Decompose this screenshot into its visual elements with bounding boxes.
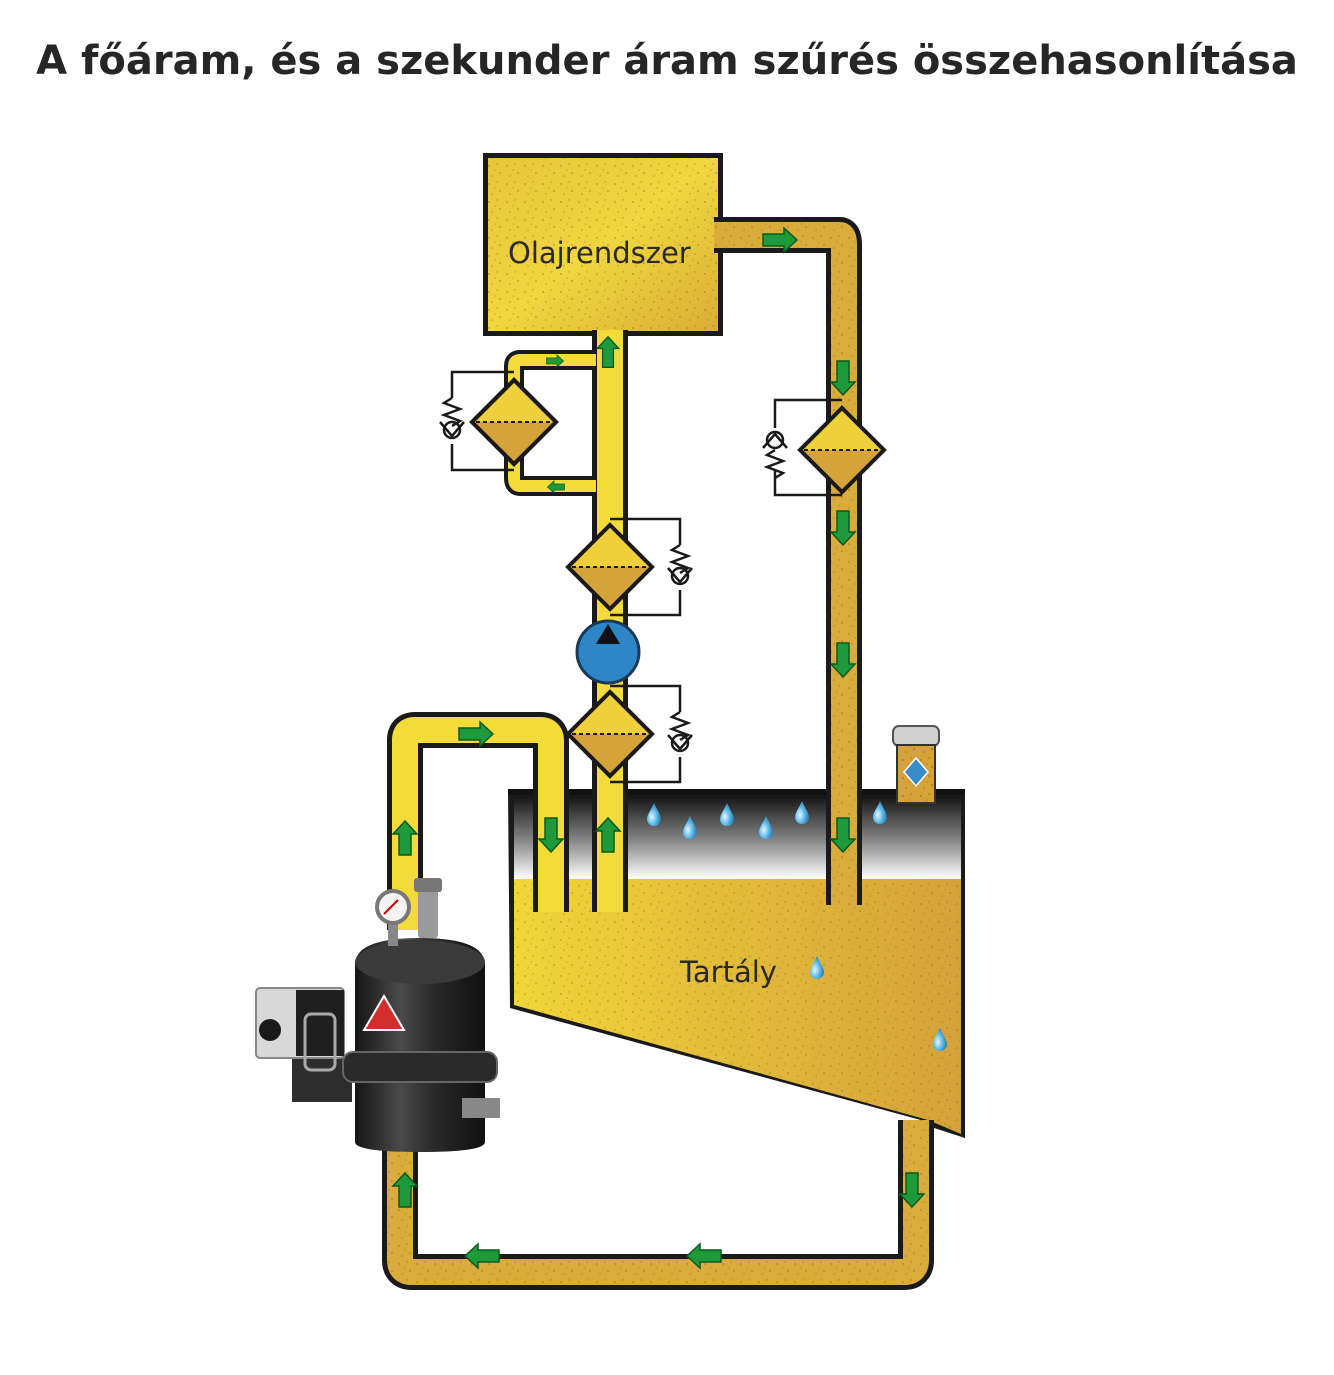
oil-system-reservoir — [483, 153, 723, 336]
page-title: A főáram, és a szekunder áram szűrés öss… — [36, 38, 1298, 84]
bypass-valve-icon — [439, 370, 842, 784]
system-label: Olajrendszer — [508, 236, 691, 270]
breather-icon — [892, 725, 940, 804]
logo-icon — [362, 994, 406, 1031]
filter-main-upper — [565, 522, 655, 612]
filter-main-lower — [565, 689, 655, 779]
filter-return — [797, 405, 887, 495]
pump-icon — [575, 619, 641, 685]
return-line — [714, 217, 862, 905]
tank-label: Tartály — [679, 955, 777, 989]
filter-upper-left — [469, 377, 559, 467]
offline-filter-unit — [255, 878, 500, 1152]
